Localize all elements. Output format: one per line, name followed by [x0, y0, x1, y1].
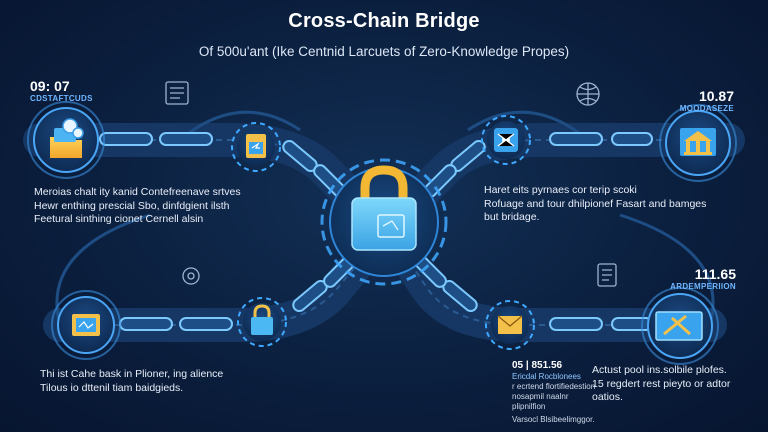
network-node-icon: [494, 128, 518, 152]
node-bottom-right: [641, 287, 719, 365]
stat-bottom-mid: 05 | 851.56 Ericdal Rocblonees r ecrtend…: [512, 360, 596, 425]
document-icon: [165, 81, 189, 105]
padlock-icon: [251, 304, 273, 335]
receipt-icon: [597, 263, 617, 287]
stat-label: CDSTAFTCUDS: [30, 94, 93, 103]
bank-icon: [680, 128, 716, 156]
node-bottom-right-mid: [485, 300, 535, 350]
caption-line: Hewr enthing prescial Sbo, dinfdgient il…: [34, 199, 230, 212]
folder-icon: [655, 311, 703, 341]
caption-line: 15 regdert rest pieyto or adtor oatios.: [592, 377, 731, 404]
stat-top-right: 10.87 MOODASEZE: [654, 88, 734, 114]
node-top-left: [27, 101, 105, 179]
caption-bottom-right: Actust pool ins.solbile plofes. 15 regde…: [592, 364, 762, 405]
node-top-right-mid: [481, 115, 531, 165]
note-line: r ecrtend flortifiedestion: [512, 382, 596, 391]
envelope-icon: [497, 315, 523, 334]
caption-line: but bridage.: [484, 211, 540, 223]
stat-value: 111.65: [694, 266, 736, 282]
stat-label: ARDEMPERIION: [670, 282, 736, 291]
footer-note: Varsocl Blsibeelimggor.: [512, 415, 595, 424]
padlock-icon: [351, 165, 417, 251]
globe-icon: [576, 82, 600, 106]
folder-icon: [72, 314, 100, 336]
caption-line: Feetural sinthing cionet Cernell alsin: [34, 213, 204, 225]
caption-line: Meroias chalt ity kanid Contefreenave sr…: [34, 186, 241, 198]
node-top-right: [659, 104, 737, 182]
page-subtitle: Of 500u'ant (Ike Centnid Larcuets of Zer…: [198, 44, 570, 59]
folder-icon: [50, 118, 84, 158]
caption-line: Actust pool ins.solbile plofes.: [592, 364, 727, 376]
stat-label: MOODASEZE: [679, 104, 734, 113]
caption-line: Haret eits pyrnaes cor terip scoki: [484, 184, 637, 196]
node-bottom-left-mid: [237, 297, 287, 347]
caption-top-left: Meroias chalt ity kanid Contefreenave sr…: [34, 186, 264, 227]
caption-bottom-left: Thi ist Cahe bask in Plioner, ing alienc…: [40, 368, 260, 395]
stat-value: 09: 07: [30, 78, 70, 94]
note-line: nosapmil naalnr plipnilfion: [512, 392, 569, 411]
center-hub: [320, 158, 448, 286]
caption-line: Thi ist Cahe bask in Plioner, ing alienc…: [40, 368, 224, 380]
document-icon: [246, 134, 266, 158]
caption-top-right: Haret eits pyrnaes cor terip scoki Rofua…: [484, 184, 724, 225]
page-title: Cross-Chain Bridge: [288, 10, 480, 32]
stat-top-left: 09: 07 CDSTAFTCUDS: [30, 78, 93, 104]
stat-bottom-right: 111.65 ARDEMPERIION: [632, 266, 736, 292]
stat-value: 10.87: [698, 88, 734, 104]
gear-icon: [182, 267, 200, 285]
stat-label: Ericdal Rocblonees: [512, 372, 581, 381]
stat-value: 05 | 851.56: [512, 360, 563, 371]
caption-line: Tilous io dttenil tiam baidgieds.: [40, 381, 184, 394]
node-top-left-mid: [231, 122, 281, 172]
node-bottom-left: [51, 290, 121, 360]
caption-line: Rofuage and tour dhilpionef Fasart and b…: [484, 197, 707, 210]
